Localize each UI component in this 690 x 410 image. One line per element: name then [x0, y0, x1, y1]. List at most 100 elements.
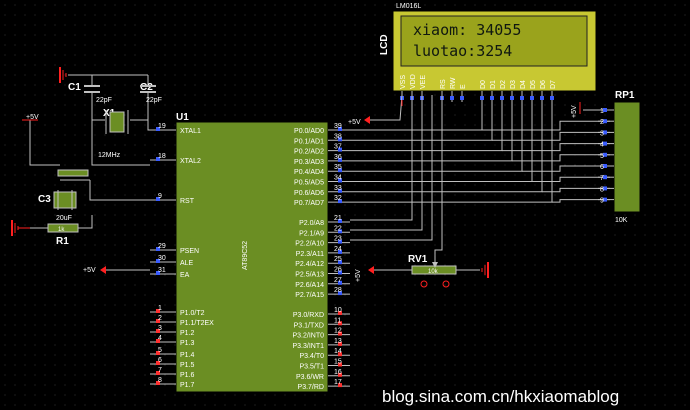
mcu-right-pin-label: P3.5/T1	[299, 364, 324, 371]
lcd-pin-label: D3	[510, 80, 517, 89]
mcu-right-pin-label: P2.3/A11	[296, 251, 324, 258]
potentiometer-rv1[interactable]: RV1 10k	[408, 254, 457, 288]
lcd-line-1: xiaom: 34055	[413, 21, 521, 39]
rp1-ref: RP1	[615, 90, 635, 101]
mcu-right-pin-number: 12	[334, 328, 342, 335]
mcu-left-pin-label: P1.6	[180, 372, 195, 379]
mcu-left-pin-label: EA	[180, 272, 190, 279]
mcu-left-pin-number: 7	[158, 367, 162, 374]
mcu-right-pin-marker	[338, 168, 342, 173]
mcu-ref-label: U1	[176, 112, 189, 123]
wire-xtal1	[147, 100, 150, 131]
rp1-pin-marker	[603, 186, 607, 191]
mcu-left-pin-number: 3	[158, 325, 162, 332]
lcd-pin-marker	[490, 96, 494, 100]
rp1-pin-marker	[603, 119, 607, 124]
mcu-chip[interactable]: U1 AT89C52 XTAL119XTAL218RST9PSEN29ALE30…	[150, 112, 350, 393]
mcu-right-pin-label: P3.4/T0	[299, 353, 324, 360]
rv1-value: 10k	[428, 269, 439, 275]
mcu-right-pin-number: 22	[334, 225, 342, 232]
mcu-left-pin-marker	[156, 371, 160, 375]
blog-watermark: blog.sina.com.cn/hkxiaomablog	[382, 387, 619, 406]
wire-p0-lcd	[350, 102, 493, 141]
capacitor-c1[interactable]: C1 22pF	[68, 82, 112, 104]
mcu-right-pin-label: P0.3/AD3	[294, 159, 324, 166]
lcd-pin-marker	[500, 96, 504, 100]
mcu-right-pin-label: P3.3/INT1	[292, 343, 324, 350]
ground-symbol-reset	[11, 220, 30, 236]
mcu-left-pin-number: 2	[158, 315, 162, 322]
mcu-right-pin-label: P2.5/A13	[295, 272, 324, 279]
power-terminal-lcd: +5V	[348, 116, 370, 126]
c3-ref: C3	[38, 194, 51, 205]
r1-value: 1k	[58, 227, 65, 233]
resistor-r1[interactable]: 1k R1	[47, 223, 79, 247]
mcu-right-pin-marker	[338, 239, 342, 244]
mcu-left-pin-number: 31	[158, 267, 166, 274]
rp1-value: 10K	[615, 217, 628, 224]
mcu-left-pin-marker	[156, 127, 160, 131]
wire-p0-lcd	[350, 102, 513, 162]
rp1-pin-number: 9	[600, 198, 604, 205]
mcu-left-pin-label: P1.1/T2EX	[180, 320, 214, 327]
c1-ref: C1	[68, 82, 81, 93]
mcu-right-pin-marker	[338, 280, 342, 285]
mcu-right-pin-marker	[338, 157, 342, 162]
mcu-right-pin-number: 15	[334, 359, 342, 366]
mcu-left-pin-label: PSEN	[180, 248, 199, 255]
power-terminal-reset: +5V	[22, 114, 39, 121]
mcu-left-pin-number: 6	[158, 357, 162, 364]
reset-button[interactable]	[57, 169, 90, 181]
mcu-right-pin-label: P0.2/AD2	[294, 149, 324, 156]
mcu-right-pin-label: P3.2/INT0	[292, 333, 324, 340]
mcu-left-pin-label: RST	[180, 198, 195, 205]
mcu-left-pin-marker	[156, 157, 160, 161]
wire-p0-rp1	[542, 187, 610, 193]
mcu-right-pin-marker	[338, 260, 342, 265]
capacitor-c3[interactable]: C3 20uF	[38, 190, 77, 222]
wire-xtal2	[91, 100, 150, 166]
lcd-pin-marker	[460, 96, 464, 100]
rp1-pin-number: 7	[600, 175, 604, 182]
mcu-right-pin-number: 17	[334, 379, 342, 386]
mcu-left-pin-label: P1.4	[180, 352, 195, 359]
mcu-right-pin-number: 36	[334, 154, 342, 161]
wire-group	[29, 74, 610, 271]
mcu-right-pin-label: P0.0/AD0	[294, 128, 324, 135]
lcd-model-label: LM016L	[396, 3, 421, 10]
mcu-left-pin-marker	[156, 319, 160, 323]
lcd-pin-label: D4	[520, 80, 527, 89]
mcu-right-pin-label: P2.6/A14	[295, 282, 324, 289]
mcu-right-pin-marker	[338, 249, 342, 254]
mcu-left-pin-number: 30	[158, 255, 166, 262]
mcu-right-pin-number: 35	[334, 164, 342, 171]
mcu-right-pin-marker	[338, 291, 342, 296]
lcd-pin-label: D2	[500, 80, 507, 89]
x1-value: 12MHz	[98, 152, 121, 159]
capacitor-c2[interactable]: C2 22pF	[140, 82, 162, 104]
lcd-pin-marker	[520, 96, 524, 100]
c2-ref: C2	[140, 82, 153, 93]
lcd-pin-label: VSS	[400, 75, 407, 89]
mcu-left-pin-number: 29	[158, 243, 166, 250]
mcu-left-pin-marker	[156, 271, 160, 275]
mcu-right-pin-label: P3.7/RD	[298, 384, 324, 391]
mcu-right-pin-marker	[338, 311, 342, 315]
mcu-right-pin-marker	[338, 229, 342, 234]
mcu-right-pin-number: 10	[334, 307, 342, 314]
crystal-x1[interactable]: X1 12MHz	[98, 108, 129, 159]
mcu-part-label: AT89C52	[242, 241, 249, 270]
mcu-right-pin-marker	[338, 383, 342, 388]
rp1-pin-marker	[603, 152, 607, 157]
mcu-left-pin-marker	[156, 309, 160, 313]
rp1-pin-number: 1	[600, 108, 604, 115]
mcu-right-pin-marker	[338, 341, 342, 346]
wire-vee	[434, 95, 443, 262]
rp1-pin-marker	[603, 130, 607, 135]
lcd-pin-label: D5	[530, 80, 537, 89]
power-terminal-rv1: +5V	[355, 266, 374, 282]
